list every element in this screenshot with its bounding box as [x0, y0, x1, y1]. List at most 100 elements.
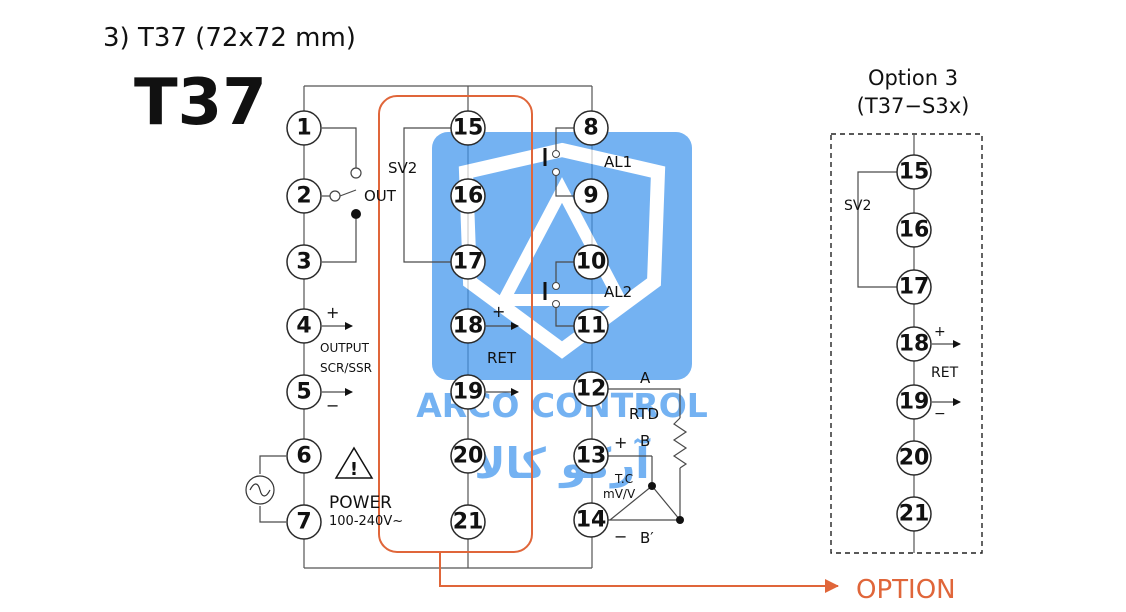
- svg-text:14: 14: [576, 508, 607, 533]
- output-scr-ssr: + − OUTPUT SCR/SSR: [320, 303, 372, 415]
- warning-triangle-icon: [334, 446, 374, 479]
- svg-text:3: 3: [296, 250, 311, 275]
- power-label: POWER: [329, 493, 392, 513]
- svg-text:12: 12: [576, 377, 607, 402]
- shield-logo-icon: [458, 142, 666, 359]
- svg-text:15: 15: [899, 160, 930, 185]
- option3-plus: +: [934, 324, 946, 340]
- svg-text:15: 15: [453, 116, 484, 141]
- alarm-relays: AL1 AL2: [543, 127, 632, 327]
- terminal-16: 16: [450, 178, 486, 214]
- watermark-panel: [432, 132, 692, 380]
- ret-label: RET: [487, 349, 517, 367]
- sv2-label: SV2: [388, 159, 417, 177]
- svg-text:11: 11: [576, 314, 607, 339]
- svg-text:16: 16: [899, 218, 930, 243]
- svg-text:21: 21: [899, 502, 930, 527]
- option3-terminal-18: 18: [896, 326, 932, 362]
- option3-terminal-17: 17: [896, 269, 932, 305]
- output-label-line1: OUTPUT: [320, 341, 370, 355]
- option3-terminal-16: 16: [896, 212, 932, 248]
- watermark: ARCO CONTROL آرکو کالا: [416, 132, 708, 489]
- out-relay: OUT: [322, 127, 397, 263]
- warning-symbol: !: [350, 459, 358, 480]
- terminal-12: 12: [573, 371, 609, 407]
- terminal-9: 9: [573, 178, 609, 214]
- svg-text:4: 4: [296, 314, 311, 339]
- option3-panel: Option 3 (T37−S3x) SV2 + RET − 15 16 17 …: [830, 66, 983, 554]
- terminal-17: 17: [450, 244, 486, 280]
- svg-text:17: 17: [899, 275, 930, 300]
- tc-label-line2: mV/V: [603, 487, 636, 501]
- resistor-icon: [672, 417, 688, 469]
- terminal-18: 18: [450, 308, 486, 344]
- option3-terminal-21: 21: [896, 496, 932, 532]
- section-heading: 3) T37 (72x72 mm): [103, 23, 356, 53]
- svg-text:2: 2: [296, 184, 311, 209]
- option-arrow-label: OPTION: [856, 575, 956, 605]
- terminal-11: 11: [573, 308, 609, 344]
- terminal-6: 6: [286, 438, 322, 474]
- terminal-15: 15: [450, 110, 486, 146]
- model-title: T37: [134, 66, 267, 140]
- tc-label-line1: T.C: [614, 472, 633, 486]
- power-input: ! POWER 100-240V~: [245, 446, 403, 529]
- svg-text:8: 8: [583, 116, 598, 141]
- svg-text:21: 21: [453, 510, 484, 535]
- terminal-4: 4: [286, 308, 322, 344]
- option3-subtitle: (T37−S3x): [857, 94, 970, 118]
- terminal-8: 8: [573, 110, 609, 146]
- svg-text:20: 20: [899, 446, 930, 471]
- ret-plus: +: [492, 302, 505, 321]
- svg-text:16: 16: [453, 184, 484, 209]
- sv2-input: SV2: [388, 127, 451, 263]
- out-label: OUT: [364, 187, 397, 205]
- svg-text:19: 19: [899, 390, 930, 415]
- tc-minus: −: [614, 527, 627, 546]
- svg-text:6: 6: [296, 444, 311, 469]
- terminal-20: 20: [450, 438, 486, 474]
- rtd-label: RTD: [629, 405, 659, 423]
- svg-text:7: 7: [296, 510, 311, 535]
- svg-text:20: 20: [453, 444, 484, 469]
- rtd-b-prime-label: B′: [640, 529, 654, 547]
- svg-text:10: 10: [576, 250, 607, 275]
- al2-label: AL2: [604, 283, 632, 301]
- option3-sv2: SV2: [844, 198, 871, 214]
- rtd-a-label: A: [640, 369, 651, 387]
- terminal-3: 3: [286, 244, 322, 280]
- option-region: OPTION: [378, 95, 956, 605]
- tc-plus: +: [614, 433, 627, 452]
- svg-text:18: 18: [899, 332, 930, 357]
- option3-title: Option 3: [868, 66, 958, 90]
- relay-contact-icon: [552, 150, 560, 158]
- option3-terminal-19: 19: [896, 384, 932, 420]
- terminal-2: 2: [286, 178, 322, 214]
- terminal-21: 21: [450, 504, 486, 540]
- svg-text:9: 9: [583, 184, 598, 209]
- svg-text:19: 19: [453, 380, 484, 405]
- terminal-5: 5: [286, 374, 322, 410]
- option3-terminal-15: 15: [896, 154, 932, 190]
- terminal-14: 14: [573, 502, 609, 538]
- svg-text:17: 17: [453, 250, 484, 275]
- output-label-line2: SCR/SSR: [320, 361, 372, 375]
- option3-minus: −: [934, 406, 946, 422]
- rtd-b-label: B: [640, 432, 650, 450]
- option3-terminal-20: 20: [896, 440, 932, 476]
- terminal-10: 10: [573, 244, 609, 280]
- power-voltage: 100-240V~: [329, 514, 403, 529]
- sensor-input: A RTD + B T.C mV/V − B′: [603, 369, 688, 547]
- terminal-1: 1: [286, 110, 322, 146]
- output-plus: +: [326, 303, 339, 322]
- output-minus: −: [326, 396, 339, 415]
- option3-ret: RET: [931, 365, 959, 381]
- terminal-19: 19: [450, 374, 486, 410]
- svg-text:18: 18: [453, 314, 484, 339]
- svg-text:1: 1: [296, 116, 311, 141]
- retransmission-output: + RET: [486, 302, 519, 396]
- al1-label: AL1: [604, 153, 632, 171]
- svg-text:13: 13: [576, 444, 607, 469]
- watermark-arabic: آرکو کالا: [474, 438, 651, 489]
